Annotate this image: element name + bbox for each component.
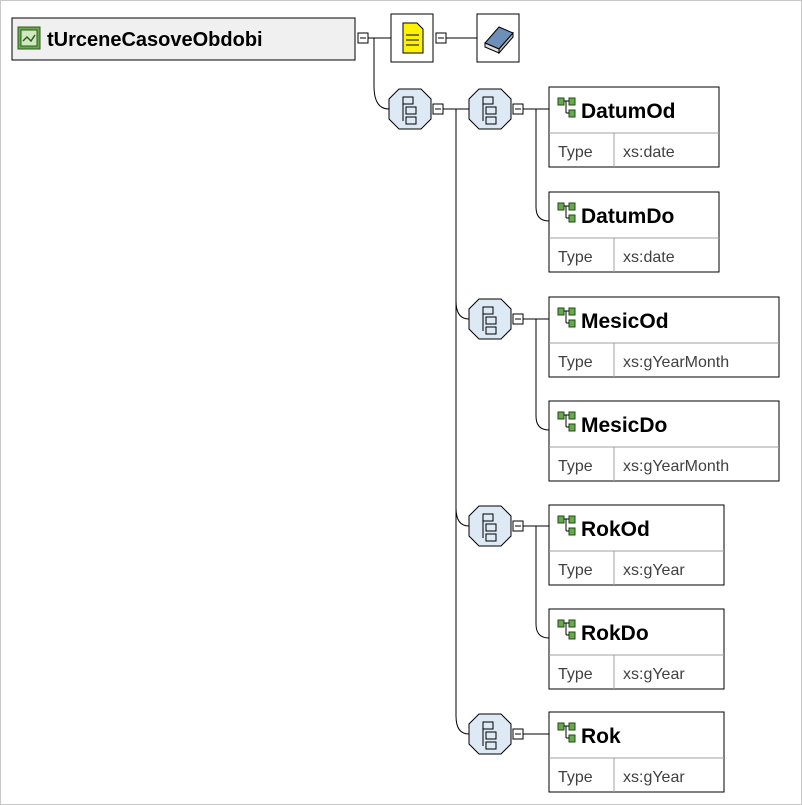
- sequence-compositor-icon: [482, 721, 497, 750]
- connector-line: [535, 206, 550, 222]
- connector-line: [535, 415, 550, 431]
- annotation-note-icon: [402, 22, 424, 54]
- sequence-compositor[interactable]: [468, 505, 512, 547]
- annotation-box[interactable]: [390, 13, 434, 63]
- type-label: Type: [558, 354, 593, 371]
- sequence-compositor-icon: [482, 513, 497, 542]
- element-name: RokOd: [581, 518, 650, 541]
- type-label: Type: [558, 666, 593, 683]
- element-name: RokDo: [581, 622, 649, 645]
- sequence-compositor-icon: [482, 306, 497, 335]
- root-expand-icon[interactable]: [357, 32, 369, 44]
- element-name: DatumDo: [581, 205, 674, 228]
- sequence-compositor[interactable]: [468, 298, 512, 340]
- type-label: Type: [558, 144, 593, 161]
- sequence-expand-icon[interactable]: [512, 520, 524, 532]
- choice-compositor-icon: [402, 96, 417, 125]
- type-value: xs:gYear: [623, 769, 685, 786]
- type-label: Type: [558, 458, 593, 475]
- root-name: tUrceneCasoveObdobi: [47, 29, 263, 51]
- annotation-expand-icon[interactable]: [435, 32, 447, 44]
- element-icon: [557, 619, 576, 640]
- type-value: xs:gYear: [623, 666, 685, 683]
- type-value: xs:date: [623, 144, 675, 161]
- element-icon: [557, 97, 576, 118]
- element-name: MesicOd: [581, 310, 669, 333]
- type-value: xs:gYearMonth: [623, 354, 729, 371]
- choice-compositor[interactable]: [388, 88, 432, 130]
- type-value: xs:gYearMonth: [623, 458, 729, 475]
- root-type-box[interactable]: tUrceneCasoveObdobi: [11, 17, 356, 61]
- complex-type-icon: [17, 26, 41, 50]
- element-icon: [557, 202, 576, 223]
- documentation-book-icon: [484, 26, 514, 55]
- element-icon: [557, 515, 576, 536]
- type-value: xs:gYear: [623, 562, 685, 579]
- sequence-expand-icon[interactable]: [512, 313, 524, 325]
- element-name: DatumOd: [581, 100, 676, 123]
- element-name: MesicDo: [581, 414, 667, 437]
- choice-expand-icon[interactable]: [432, 103, 444, 115]
- element-icon: [557, 722, 576, 743]
- element-icon: [557, 307, 576, 328]
- sequence-compositor[interactable]: [468, 88, 512, 130]
- type-value: xs:date: [623, 249, 675, 266]
- element-name: Rok: [581, 725, 621, 748]
- documentation-box[interactable]: [476, 13, 520, 63]
- sequence-expand-icon[interactable]: [512, 103, 524, 115]
- sequence-compositor[interactable]: [468, 713, 512, 755]
- sequence-compositor-icon: [482, 96, 497, 125]
- element-icon: [557, 411, 576, 432]
- type-label: Type: [558, 769, 593, 786]
- connector-line: [535, 623, 550, 639]
- sequence-expand-icon[interactable]: [512, 728, 524, 740]
- type-label: Type: [558, 249, 593, 266]
- type-label: Type: [558, 562, 593, 579]
